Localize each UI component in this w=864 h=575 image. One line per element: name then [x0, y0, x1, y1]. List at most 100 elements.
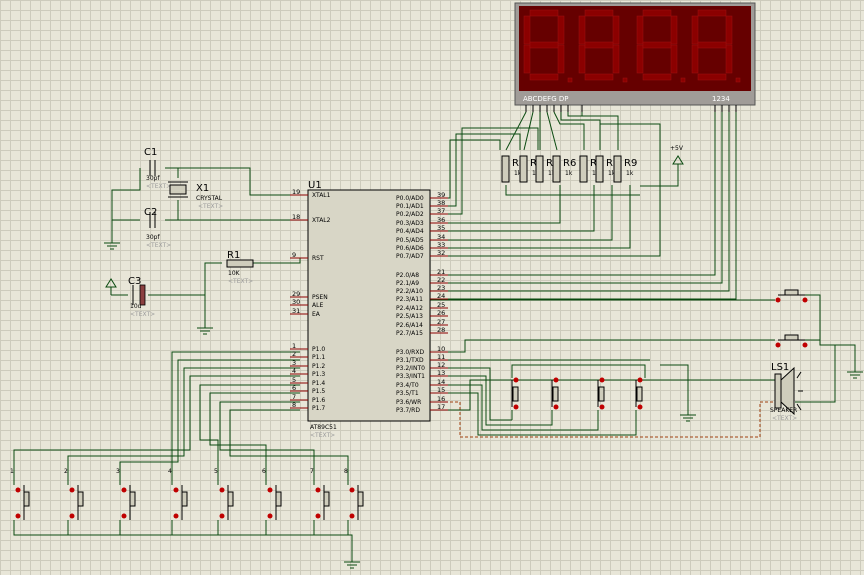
pin-name: P2.3/A11 — [396, 296, 423, 303]
pin-number: 39 — [437, 191, 445, 199]
digit-2 — [578, 9, 628, 83]
pin-name: P2.2/A10 — [396, 288, 423, 295]
button-number: 4 — [168, 468, 172, 475]
digit-pins-label: 1234 — [712, 95, 730, 103]
mcu-part: AT89C51 — [310, 424, 337, 431]
c2-text: <TEXT> — [146, 242, 171, 249]
pin-name: P0.4/AD4 — [396, 228, 424, 235]
ls1-value: SPEAKER — [770, 407, 797, 414]
display-pin-stubs — [525, 105, 737, 112]
right-push-buttons[interactable] — [775, 289, 808, 348]
pin-name: P1.3 — [312, 371, 325, 378]
push-button-5[interactable]: 5 — [214, 468, 234, 520]
button-number: 7 — [310, 468, 314, 475]
capacitor-c2[interactable]: C2 30pf <TEXT> — [144, 207, 171, 249]
resistor-1[interactable]: R1k — [501, 155, 522, 183]
c3-value: 10u — [130, 303, 142, 310]
resistor-ref: R — [590, 158, 597, 169]
speaker-ls1[interactable]: LS1 SPEAKER <TEXT> — [770, 362, 803, 422]
button-number: 3 — [116, 468, 120, 475]
push-button-7[interactable]: 7 — [310, 468, 330, 520]
mcu-text: <TEXT> — [310, 432, 335, 439]
pin-number: 21 — [437, 268, 445, 276]
push-button-2[interactable]: 2 — [64, 468, 84, 520]
pin-name: P3.3/INT1 — [396, 373, 425, 380]
pin-name: ALE — [312, 302, 323, 309]
resistor-ref: R6 — [563, 158, 576, 169]
pin-name: P1.6 — [312, 397, 325, 404]
pin-name: P3.2/INT0 — [396, 365, 425, 372]
capacitor-c3[interactable]: C3 10u <TEXT> — [128, 276, 155, 318]
pin-name: P1.2 — [312, 363, 325, 370]
seven-segment-display[interactable]: ABCDEFG DP 1234 — [514, 2, 756, 106]
c3-text: <TEXT> — [130, 311, 155, 318]
pin-name: P3.7/RD — [396, 407, 420, 414]
pin-name: P0.2/AD2 — [396, 211, 424, 218]
x1-text: <TEXT> — [198, 203, 223, 210]
pin-name: P1.5 — [312, 388, 325, 395]
ls1-text: <TEXT> — [772, 415, 797, 422]
pin-name: P2.0/A8 — [396, 272, 419, 279]
pin-name: P3.6/WR — [396, 399, 421, 406]
r1-value: 10K — [228, 270, 241, 277]
pin-number: 8 — [292, 401, 296, 409]
key-switch-2[interactable] — [551, 377, 559, 410]
capacitor-c1[interactable]: C1 30pf <TEXT> — [144, 147, 171, 190]
resistor-value: 1k — [626, 170, 634, 177]
crystal-x1[interactable]: X1 CRYSTAL <TEXT> — [168, 181, 223, 210]
pin-number: 14 — [437, 378, 445, 386]
pin-number: 3 — [292, 359, 296, 367]
pin-name: P0.3/AD3 — [396, 220, 424, 227]
ground-2 — [197, 327, 213, 335]
pin-number: 1 — [292, 342, 296, 350]
pin-number: 18 — [292, 213, 300, 221]
push-button-8[interactable]: 8 — [344, 468, 364, 520]
c2-ref: C2 — [144, 207, 157, 218]
push-button-6[interactable]: 6 — [262, 468, 282, 520]
key-switch-3[interactable] — [597, 377, 605, 410]
key-switch-1[interactable] — [511, 377, 519, 410]
push-button-4[interactable]: 4 — [168, 468, 188, 520]
digit-3 — [636, 9, 686, 83]
resistor-3[interactable]: R1k — [535, 155, 556, 183]
resistor-value: 1k — [565, 170, 573, 177]
push-button-right-2[interactable] — [775, 334, 808, 348]
pin-number: 31 — [292, 307, 300, 315]
r1-text: <TEXT> — [228, 278, 253, 285]
pin-name: XTAL2 — [312, 217, 331, 224]
vcc-label: +5V — [670, 145, 684, 152]
pin-name: P0.6/AD6 — [396, 245, 424, 252]
mcu-ref: U1 — [308, 180, 322, 191]
button-number: 1 — [10, 468, 14, 475]
pin-name: P2.7/A15 — [396, 330, 423, 337]
push-button-3[interactable]: 3 — [116, 468, 136, 520]
resistor-ref: R9 — [624, 158, 637, 169]
p3-key-switches[interactable] — [511, 377, 643, 410]
push-button-1[interactable]: 1 — [10, 468, 30, 520]
key-switch-4[interactable] — [635, 377, 643, 410]
pin-name: P0.7/AD7 — [396, 253, 424, 260]
resistor-value: 1k — [514, 170, 522, 177]
push-button-right-1[interactable] — [775, 289, 808, 303]
resistor-6[interactable]: R1k — [595, 155, 616, 183]
resistor-array[interactable]: R1kR1kR1kR61kR1kR1kR91k — [501, 155, 637, 183]
pin-number: 26 — [437, 309, 445, 317]
resistor-r1[interactable]: R1 10K <TEXT> — [226, 250, 254, 285]
